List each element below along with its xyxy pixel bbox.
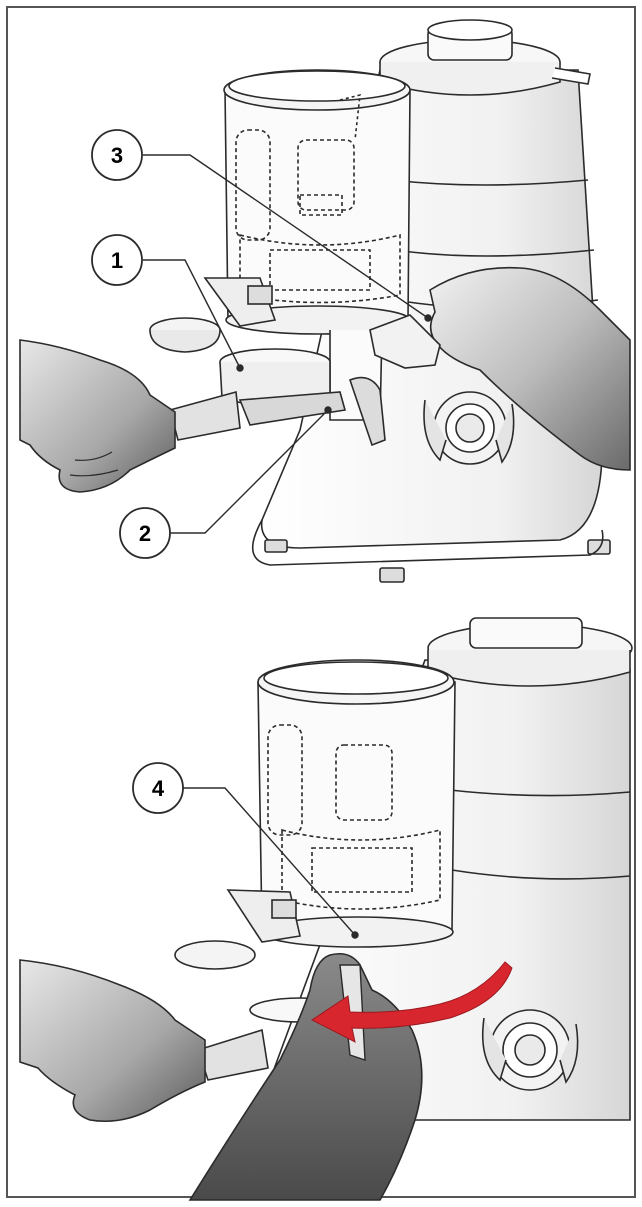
callout-label-3: 3 [111, 143, 123, 168]
hand-left-top [19, 339, 176, 493]
callout-1: 1 [91, 234, 143, 286]
callout-label-2: 2 [139, 521, 151, 546]
panel-top [149, 19, 611, 583]
callout-label-1: 1 [111, 248, 123, 273]
hand-left-bottom [19, 959, 206, 1123]
callout-4: 4 [132, 762, 184, 814]
callout-2: 2 [119, 507, 171, 559]
callout-leaders [143, 154, 432, 939]
rotation-arrow [311, 961, 513, 1043]
callout-3: 3 [91, 129, 143, 181]
callout-label-4: 4 [152, 776, 165, 801]
